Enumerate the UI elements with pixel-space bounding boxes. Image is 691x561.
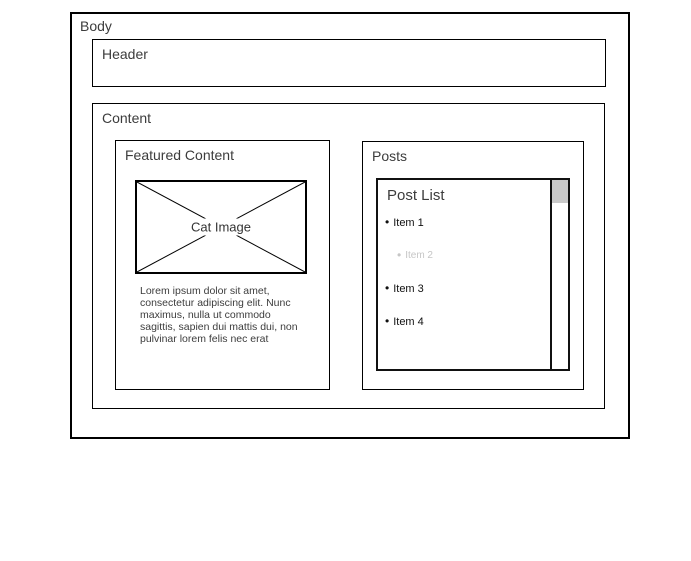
scrollbar-thumb[interactable] — [552, 180, 568, 203]
featured-description-text: Lorem ipsum dolor sit amet, consectetur … — [140, 285, 298, 345]
list-item[interactable]: • Item 4 — [385, 315, 544, 328]
list-item[interactable]: • Item 3 — [385, 282, 544, 295]
header-wireframe-box: Header — [92, 39, 606, 87]
image-caption: Cat Image — [186, 218, 256, 236]
bullet-icon: • — [385, 281, 390, 295]
list-item-label: Item 1 — [393, 216, 424, 229]
bullet-icon: • — [385, 215, 390, 229]
list-item-label: Item 2 — [405, 250, 433, 261]
post-list: • Item 1 • Item 2 • Item 3 • Item 4 — [385, 216, 544, 348]
cat-image-placeholder: Cat Image — [135, 180, 307, 274]
bullet-icon: • — [385, 314, 390, 328]
list-item[interactable]: • Item 1 — [385, 216, 544, 229]
scrollbar-track[interactable] — [550, 180, 568, 369]
posts-label: Posts — [372, 148, 408, 164]
list-item[interactable]: • Item 2 — [385, 249, 544, 262]
featured-content-label: Featured Content — [125, 147, 234, 163]
body-label: Body — [80, 18, 112, 34]
content-label: Content — [102, 110, 152, 126]
post-list-panel: Post List • Item 1 • Item 2 • Item 3 • I… — [376, 178, 570, 371]
post-list-title: Post List — [387, 187, 445, 204]
list-item-label: Item 3 — [393, 282, 424, 295]
list-item-label: Item 4 — [393, 315, 424, 328]
header-label: Header — [102, 46, 148, 62]
bullet-icon: • — [397, 248, 402, 262]
